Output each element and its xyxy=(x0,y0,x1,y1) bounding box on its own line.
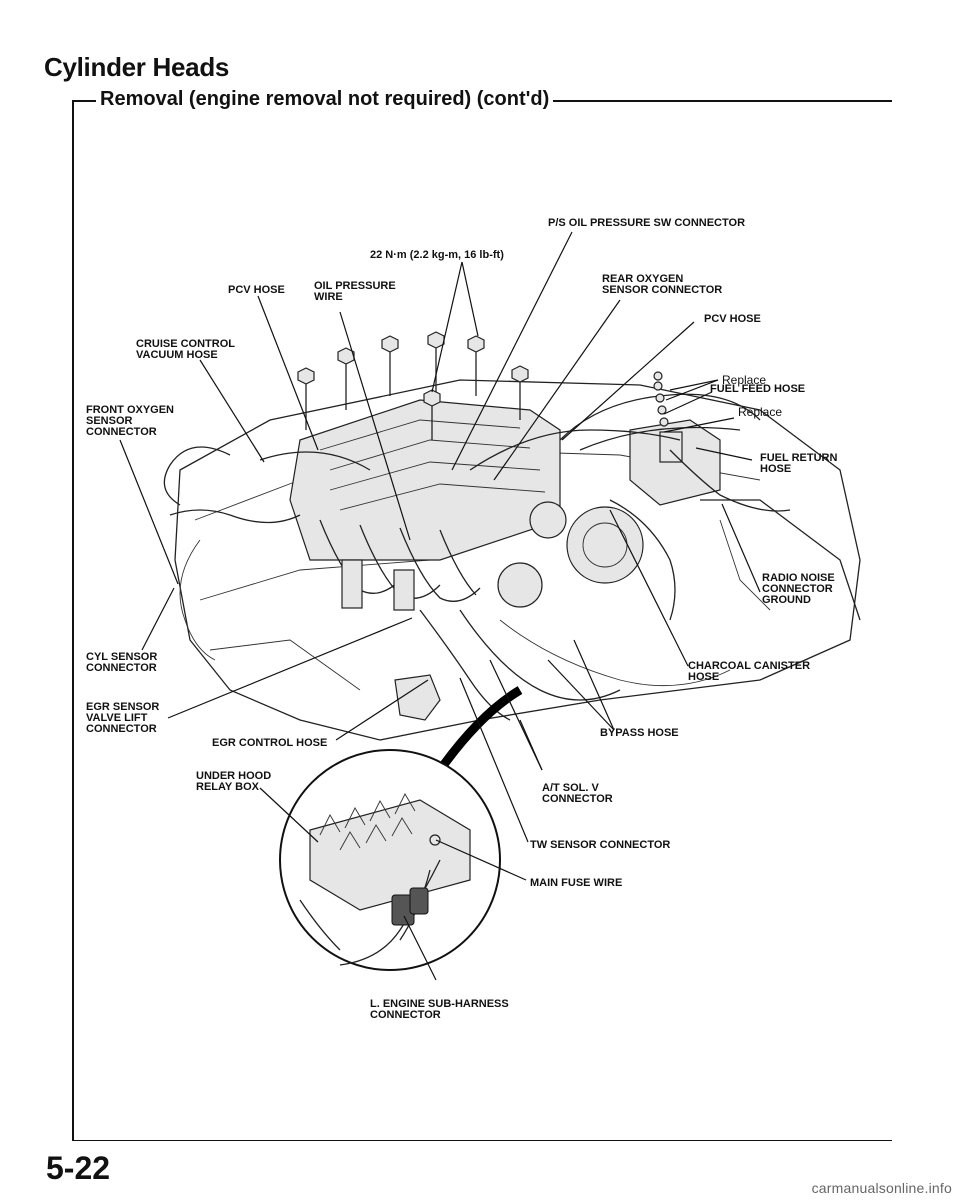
label-radio-noise-connector-ground: RADIO NOISE CONNECTOR GROUND xyxy=(762,572,838,606)
label-oil-pressure-wire: OIL PRESSURE WIRE xyxy=(314,280,399,303)
engine-illustration xyxy=(163,331,861,741)
label-torque-spec: 22 N·m (2.2 kg-m, 16 lb-ft) xyxy=(370,249,504,261)
label-under-hood-relay-box: UNDER HOOD RELAY BOX xyxy=(196,770,274,793)
head-bolt xyxy=(467,335,485,396)
head-bolt xyxy=(297,367,315,430)
section-rule-bottom xyxy=(72,1140,892,1141)
label-pcv-hose-left: PCV HOSE xyxy=(228,284,285,296)
label-charcoal-canister-hose: CHARCOAL CANISTER HOSE xyxy=(688,660,813,683)
label-ps-oil-pressure-sw-connector: P/S OIL PRESSURE SW CONNECTOR xyxy=(548,217,745,229)
label-fuel-return-hose: FUEL RETURN HOSE xyxy=(760,452,840,475)
leader-lines xyxy=(119,231,761,981)
label-rear-oxygen-sensor-connector: REAR OXYGEN SENSOR CONNECTOR xyxy=(602,273,722,296)
label-egr-control-hose: EGR CONTROL HOSE xyxy=(212,737,327,749)
head-bolt xyxy=(511,365,529,420)
label-cruise-control-vacuum-hose: CRUISE CONTROL VACUUM HOSE xyxy=(136,338,238,361)
page-number: 5-22 xyxy=(46,1150,111,1186)
label-bypass-hose: BYPASS HOSE xyxy=(600,727,679,739)
label-cyl-sensor-connector: CYL SENSOR CONNECTOR xyxy=(86,651,160,674)
page-title: Cylinder Heads xyxy=(44,52,230,82)
head-bolt xyxy=(337,347,355,410)
label-front-oxygen-sensor-connector: FRONT OXYGEN SENSOR CONNECTOR xyxy=(86,404,177,438)
label-pcv-hose-right: PCV HOSE xyxy=(704,313,761,325)
relay-box-inset xyxy=(279,749,501,971)
section-subtitle: Removal (engine removal not required) (c… xyxy=(96,88,554,111)
label-egr-sensor-valve-lift-connector: EGR SENSOR VALVE LIFT CONNECTOR xyxy=(86,701,162,735)
label-fuel-feed-hose: FUEL FEED HOSE xyxy=(710,383,805,395)
label-main-fuse-wire: MAIN FUSE WIRE xyxy=(530,877,622,889)
section-rule-left xyxy=(72,100,74,1140)
head-bolt xyxy=(381,335,399,396)
label-at-sol-v-connector: A/T SOL. V CONNECTOR xyxy=(542,782,613,805)
label-replace-2: Replace xyxy=(738,405,782,419)
head-bolt xyxy=(427,331,445,392)
watermark: carmanualsonline.info xyxy=(811,1180,952,1196)
label-tw-sensor-connector: TW SENSOR CONNECTOR xyxy=(530,839,670,851)
label-replace-1: Replace xyxy=(722,373,766,387)
label-l-engine-sub-harness-connector: L. ENGINE SUB-HARNESS CONNECTOR xyxy=(370,998,512,1021)
